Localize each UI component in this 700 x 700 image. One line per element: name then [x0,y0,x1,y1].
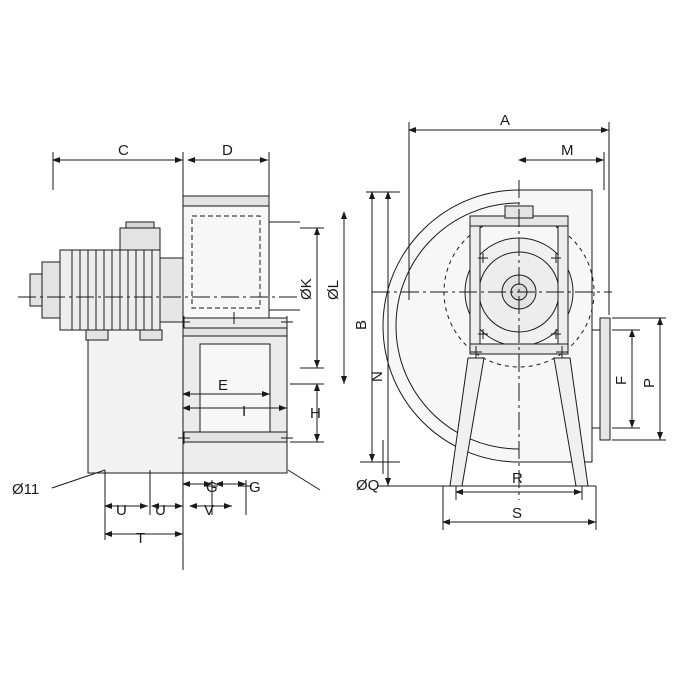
label-I: I [242,403,246,420]
label-H: H [310,405,321,422]
label-C: C [118,142,129,159]
label-P: P [641,378,658,388]
label-V: V [204,502,214,519]
label-F: F [613,376,630,385]
side-upper-duct [182,205,270,319]
dim-F [612,329,640,429]
motor-foot-left [85,329,109,341]
label-T: T [136,530,145,547]
side-inlet-cone [199,343,271,433]
side-housing-body [87,317,184,474]
dim-M [518,152,605,190]
bracket-arm-left [469,221,481,351]
label-G2: G [249,479,261,496]
label-A: A [500,112,510,129]
dim-A [408,122,610,315]
leader-base [287,469,321,491]
side-duct-flange [182,195,270,207]
label-D: D [222,142,233,159]
dim-C [52,152,184,200]
front-centerlines [372,180,612,500]
motor-cooling-fins [71,250,153,330]
dim-D [187,152,270,200]
front-bolt-marks [470,253,568,358]
label-OK: ØK [298,278,315,300]
side-view-group [18,122,666,570]
dim-N [378,191,452,487]
leader-dia11 [51,469,106,489]
side-base-plate [182,441,288,474]
dim-GG [182,480,247,515]
label-OQ: ØQ [356,477,379,494]
side-outlet-flange [599,317,611,441]
motor-foot-right [139,329,163,341]
side-frame-top-rail [182,327,288,337]
label-OL: ØL [325,280,342,300]
label-G1: G [206,479,218,496]
dim-B [360,191,400,463]
dim-UUV [104,470,232,540]
motor-end-cap [41,261,61,319]
side-frame-bottom-rail [182,431,288,443]
side-upper-duct-hidden [191,215,261,309]
dim-H [290,383,324,443]
label-E: E [218,377,228,394]
label-U2: U [155,502,166,519]
bracket-arm-right [557,221,569,351]
label-N: N [369,371,386,382]
dim-P [612,317,666,441]
dim-T [104,515,184,570]
dimension-labels: C D ØK ØL E I H G G U U V T Ø11 A M B N … [12,112,658,547]
label-M: M [561,142,574,159]
motor-body [59,249,161,331]
terminal-box [119,227,161,251]
label-O11: Ø11 [12,481,39,498]
motor-flange [159,257,184,323]
motor-shaft-end [29,273,43,307]
terminal-box-lid [125,221,155,229]
label-S: S [512,505,522,522]
label-R: R [512,470,523,487]
dim-OK [300,227,324,369]
label-B: B [353,320,370,330]
label-U1: U [116,502,127,519]
dim-S [442,486,597,530]
bolt-marks [178,312,293,444]
dim-R [455,486,583,500]
